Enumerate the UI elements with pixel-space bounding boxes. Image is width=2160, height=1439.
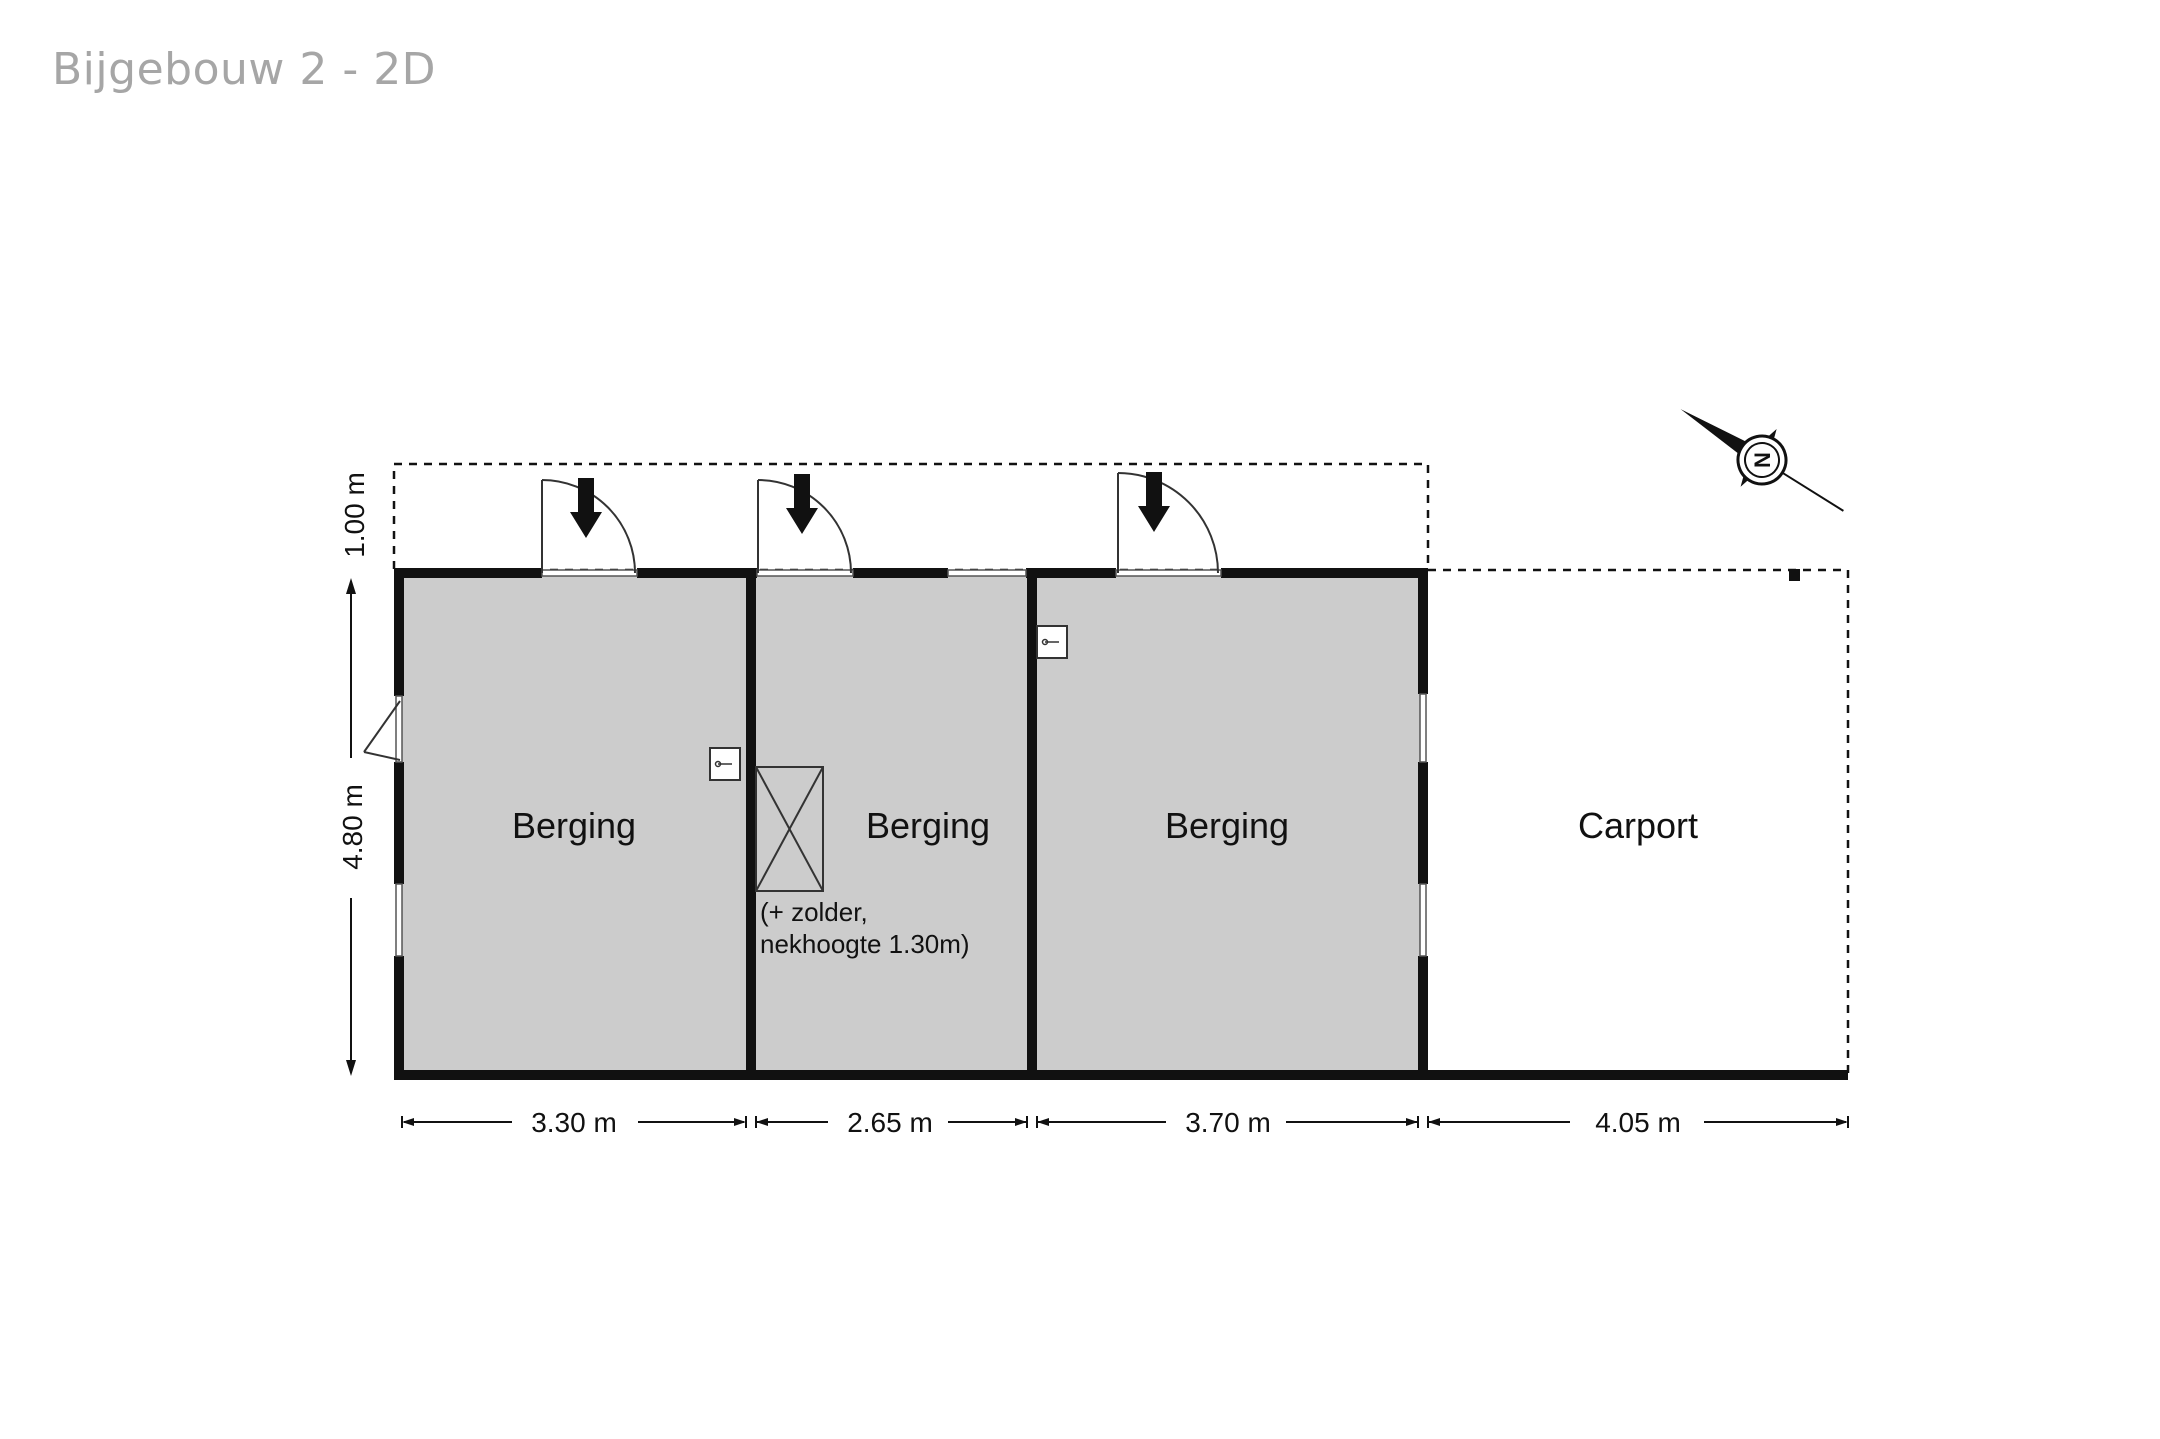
wall-right-1 (1418, 568, 1428, 694)
dimension-label-overhang: 1.00 m (339, 472, 370, 558)
dimension-label-width-3: 3.70 m (1185, 1107, 1271, 1138)
door-swing-icon (757, 479, 852, 574)
room-label-berging-1: Berging (512, 805, 636, 846)
dimension-tick (401, 1116, 403, 1128)
carport-post (1789, 569, 1800, 581)
compass-icon: N (1680, 409, 1844, 512)
wall-right-2 (1418, 762, 1428, 884)
light-switch-icon (1036, 625, 1068, 659)
dimension-label-width-4: 4.05 m (1595, 1107, 1681, 1138)
wall-bottom (394, 1070, 1848, 1080)
room-fill-berging-3 (1036, 576, 1420, 1072)
window-icon (395, 569, 1427, 957)
wall-left-2 (394, 762, 404, 884)
page-title: Bijgebouw 2 - 2D (52, 44, 436, 95)
light-switch-icon (709, 747, 741, 781)
walls (394, 568, 1848, 1080)
wall-left-1 (394, 568, 404, 696)
room-fill-berging-1 (401, 576, 747, 1072)
wall-top-1 (394, 568, 542, 578)
room-label-berging-2: Berging (866, 805, 990, 846)
wall-top-5 (1221, 568, 1428, 578)
dimension-tick (1427, 1116, 1429, 1128)
dimension-tick (1847, 1116, 1849, 1128)
dimension-arrowheads (402, 1118, 1848, 1126)
dimension-tick (745, 1116, 747, 1128)
dimension-tick (755, 1116, 757, 1128)
attic-note-line-1: (+ zolder, (760, 897, 868, 927)
entrance-arrow-icon (1138, 472, 1170, 532)
door-opening-1 (541, 569, 638, 577)
dimension-tick (1417, 1116, 1419, 1128)
entrance-arrow-icon (786, 474, 818, 534)
door-swing-icon (1117, 472, 1219, 574)
attic-note-line-2: nekhoogte 1.30m) (760, 929, 970, 959)
wall-top-2 (637, 568, 757, 578)
wall-partition-2 (1027, 568, 1037, 1080)
door-swing-icon (541, 479, 636, 574)
door-opening-3 (1115, 569, 1222, 577)
dimension-label-width-2: 2.65 m (847, 1107, 933, 1138)
wall-right-3 (1418, 956, 1428, 1080)
compass-north-letter: N (1750, 452, 1775, 468)
attic-hatch-icon (755, 766, 824, 892)
dimension-label-depth: 4.80 m (337, 784, 368, 870)
wall-top-4 (1026, 568, 1116, 578)
entrance-arrow-icon (570, 478, 602, 538)
room-label-berging-3: Berging (1165, 805, 1289, 846)
dimension-tick (1026, 1116, 1028, 1128)
room-label-carport: Carport (1578, 805, 1698, 846)
wall-top-3 (853, 568, 948, 578)
carport-outline (1428, 568, 1850, 1074)
wall-partition-1 (746, 568, 756, 1080)
wall-left-3 (394, 956, 404, 1080)
dimension-tick (1036, 1116, 1038, 1128)
dimension-vertical: 4.80 m 1.00 m (337, 472, 370, 1076)
door-opening-2 (756, 569, 854, 577)
door-swing-icon (363, 700, 401, 761)
room-fill-berging-2 (755, 576, 1028, 1072)
dimension-label-width-1: 3.30 m (531, 1107, 617, 1138)
